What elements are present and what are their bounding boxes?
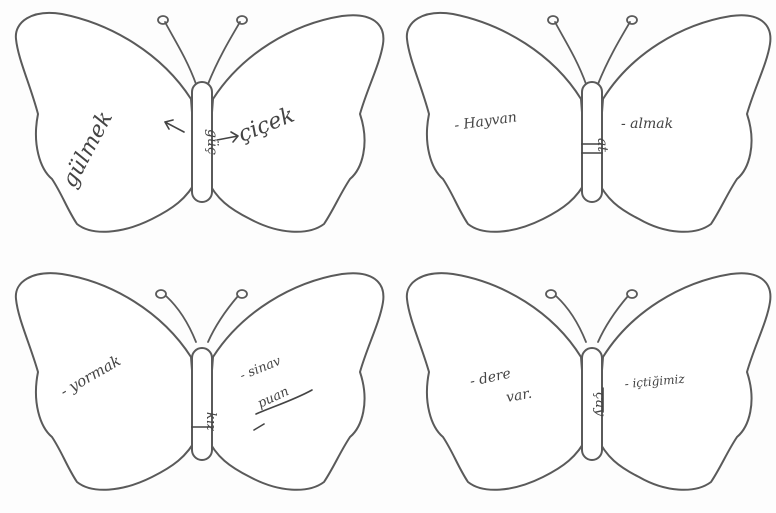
butterfly-4: - dere var. - içtiğimiz çay (393, 262, 776, 513)
butterfly-3-body-word: kız (203, 412, 218, 431)
butterfly-1-body-word: güç (204, 129, 220, 155)
butterfly-1-drawing (16, 13, 384, 232)
butterfly-4-drawing (407, 273, 771, 490)
butterfly-1: gülmek çiçek güç (2, 4, 388, 256)
butterfly-4-body-word: çay (592, 392, 608, 417)
butterfly-2-right-word-1: - almak (621, 116, 673, 132)
butterfly-2: - Hayvan - almak at (393, 4, 776, 256)
butterfly-2-body-word: at (594, 138, 610, 152)
butterfly-3: - yormak - sinav puan kız (2, 262, 388, 513)
